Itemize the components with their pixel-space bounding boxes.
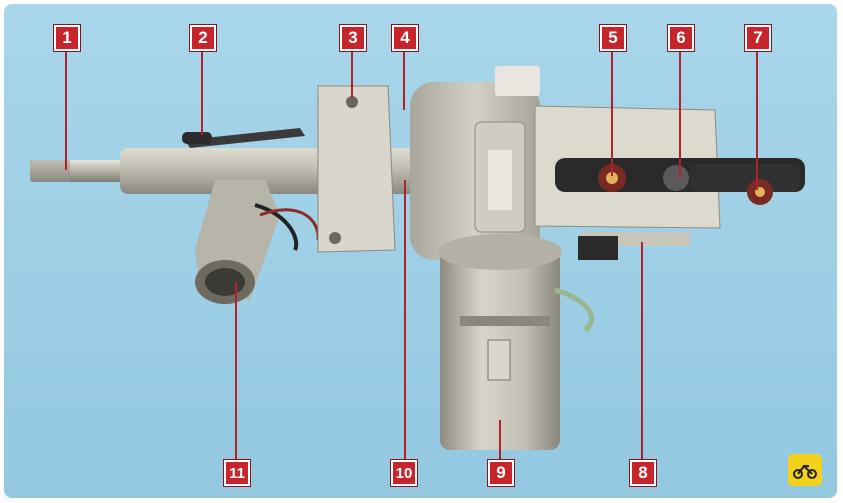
callout-5: 5	[599, 24, 627, 52]
gear-housing	[410, 66, 540, 260]
tilt-lever	[182, 128, 305, 148]
electric-motor	[438, 234, 595, 450]
callout-11: 11	[223, 459, 251, 487]
upper-mounting-bracket	[317, 85, 396, 253]
callout-4: 4	[391, 24, 419, 52]
callout-8: 8	[629, 459, 657, 487]
callout-3: 3	[339, 24, 367, 52]
callout-10: 10	[390, 459, 418, 487]
callout-7: 7	[744, 24, 772, 52]
callout-9: 9	[487, 459, 515, 487]
publisher-logo-icon	[788, 454, 822, 486]
leader-lines	[65, 50, 758, 460]
callout-6: 6	[667, 24, 695, 52]
callout-1: 1	[53, 24, 81, 52]
ignition-switch-housing	[195, 180, 320, 304]
callout-2: 2	[189, 24, 217, 52]
